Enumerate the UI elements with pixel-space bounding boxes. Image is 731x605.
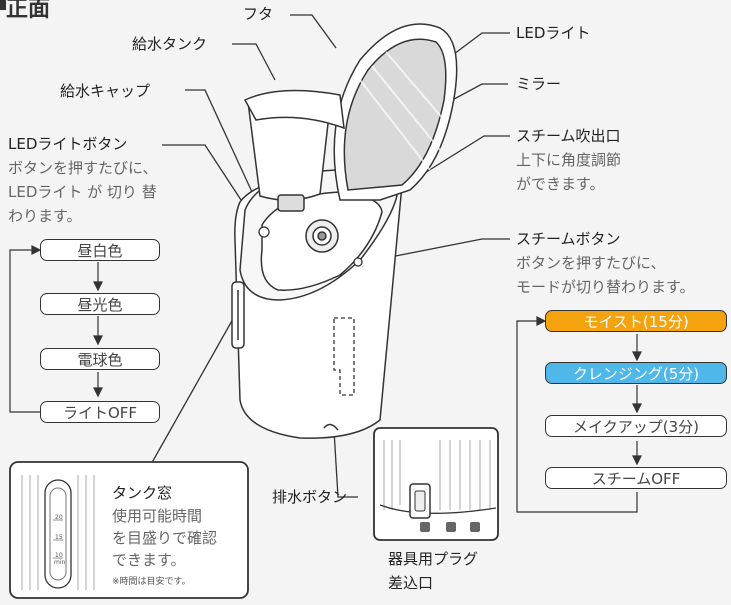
tank-window-desc-1: 使用可能時間 — [112, 507, 203, 525]
led-button-desc-1: ボタンを押すたびに、 — [8, 159, 158, 177]
lid-label: フタ — [243, 5, 274, 23]
plug-inlet-label-1: 器具用プラグ — [388, 550, 479, 568]
tank-window-title: タンク窓 — [112, 484, 173, 502]
steam-outlet-desc-2: ができます。 — [516, 175, 605, 193]
light-cycle-arrows — [9, 245, 103, 413]
led-button-desc-2: LEDライト が 切り 替 — [8, 183, 157, 201]
water-tank-label: 給水タンク — [132, 35, 208, 53]
tank-window-desc-2: を目盛りで確認 — [112, 529, 218, 547]
plug-detail — [373, 427, 499, 541]
scale-10: 10 — [55, 552, 63, 559]
steam-button-desc-1: ボタンを押すたびに、 — [516, 254, 666, 272]
led-button-shape — [258, 226, 270, 238]
steamer-body — [234, 169, 403, 439]
scale-15: 15 — [55, 534, 63, 541]
steam-mode-cleansing: クレンジング(5分) — [545, 362, 727, 384]
steam-mode-moist: モイスト(15分) — [545, 310, 727, 332]
steam-button-shape — [353, 257, 363, 267]
plug-inlet-label-2: 差込口 — [388, 574, 434, 592]
water-cap-label: 給水キャップ — [60, 82, 151, 100]
tank-window-desc-3: できます。 — [112, 551, 186, 569]
light-mode-daylight: 昼光色 — [40, 293, 160, 315]
tank-window-note: ※時間は目安です。 — [112, 577, 191, 587]
tank-window-detail — [9, 461, 249, 599]
steam-cycle-arrows — [516, 316, 642, 513]
scale-20: 20 — [55, 514, 63, 521]
steam-mode-makeup: メイクアップ(3分) — [545, 415, 727, 437]
drain-button-shape — [323, 423, 339, 431]
light-mode-bulb: 電球色 — [40, 348, 160, 370]
steam-mode-off: スチームOFF — [545, 467, 727, 489]
mirror-label: ミラー — [516, 75, 562, 93]
scale-unit: min — [54, 559, 66, 566]
light-mode-daylight-white: 昼白色 — [40, 239, 160, 261]
drain-button-label: 排水ボタン — [272, 488, 348, 506]
section-marker — [0, 0, 6, 10]
mirror-shine — [359, 51, 445, 171]
led-light-label: LEDライト — [516, 24, 591, 42]
steam-outlet-label: スチーム吹出口 — [516, 127, 621, 145]
lid — [333, 23, 458, 201]
rear-plug-outline — [333, 317, 355, 396]
steam-button-desc-2: モードが切り替わります。 — [516, 278, 695, 296]
steam-outlet — [305, 219, 339, 253]
steam-button-label: スチームボタン — [516, 230, 621, 248]
light-mode-off: ライトOFF — [40, 401, 160, 423]
water-tank — [243, 89, 345, 212]
led-button-label: LEDライトボタン — [8, 135, 128, 153]
section-title: 正面 — [6, 0, 51, 22]
led-button-desc-3: わります。 — [8, 207, 82, 225]
steam-outlet-desc-1: 上下に角度調節 — [516, 151, 622, 169]
